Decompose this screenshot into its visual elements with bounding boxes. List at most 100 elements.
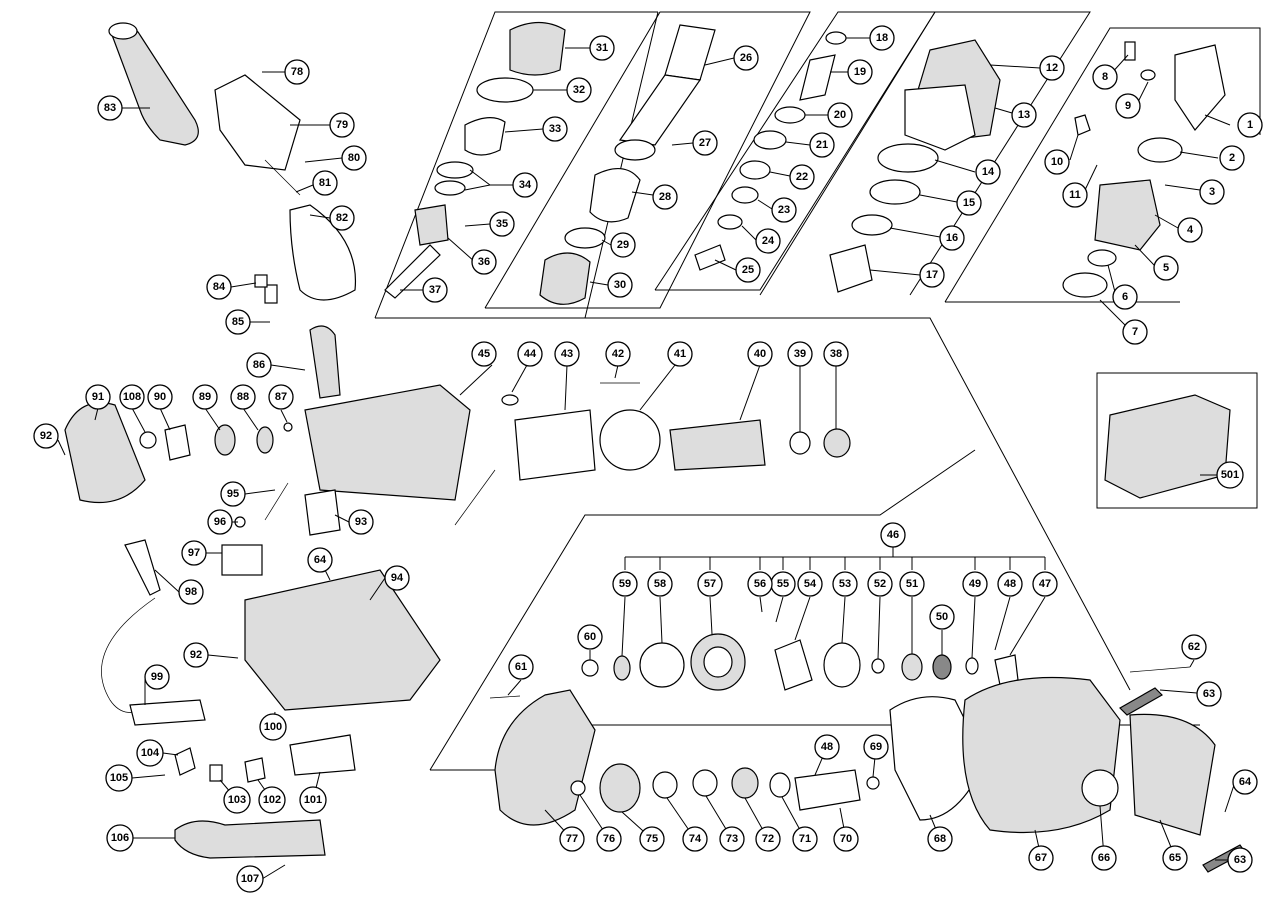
callout-21: 21 — [809, 132, 835, 158]
callout-55: 55 — [770, 571, 796, 597]
svg-text:23: 23 — [778, 204, 790, 216]
svg-text:46: 46 — [887, 529, 899, 541]
armature-part — [669, 419, 766, 471]
svg-text:2: 2 — [1229, 152, 1235, 164]
svg-text:98: 98 — [185, 586, 197, 598]
callout-28: 28 — [652, 184, 678, 210]
callout-104: 104 — [136, 739, 164, 767]
svg-text:68: 68 — [934, 833, 946, 845]
svg-text:86: 86 — [253, 359, 265, 371]
callout-43: 43 — [554, 341, 580, 367]
callout-74: 74 — [682, 826, 708, 852]
main-handle-part — [174, 819, 326, 859]
callout-24: 24 — [755, 228, 781, 254]
svg-text:35: 35 — [496, 218, 508, 230]
gear-cover-part — [494, 689, 596, 826]
callout-83: 83 — [97, 95, 123, 121]
svg-text:72: 72 — [762, 833, 774, 845]
callout-102: 102 — [258, 786, 286, 814]
callout-2: 2 — [1219, 145, 1245, 171]
carrying-case-part — [1104, 394, 1231, 499]
svg-text:39: 39 — [794, 348, 806, 360]
svg-text:8: 8 — [1102, 71, 1108, 83]
callout-58: 58 — [647, 571, 673, 597]
svg-text:21: 21 — [816, 139, 828, 151]
callout-95: 95 — [220, 481, 246, 507]
svg-text:16: 16 — [946, 232, 958, 244]
callout-19: 19 — [847, 59, 873, 85]
callout-26: 26 — [733, 45, 759, 71]
callout-56: 56 — [747, 571, 773, 597]
svg-text:48: 48 — [821, 741, 833, 753]
callout-5: 5 — [1153, 255, 1179, 281]
svg-text:75: 75 — [646, 833, 658, 845]
part-31 — [509, 21, 566, 76]
svg-text:62: 62 — [1188, 641, 1200, 653]
svg-text:52: 52 — [874, 578, 886, 590]
svg-text:82: 82 — [336, 212, 348, 224]
callout-23: 23 — [771, 197, 797, 223]
callout-92-lower: 92 — [183, 642, 209, 668]
callout-47: 47 — [1032, 571, 1058, 597]
callout-31: 31 — [589, 35, 615, 61]
callout-4: 4 — [1177, 217, 1203, 243]
callout-67: 67 — [1028, 845, 1054, 871]
callout-66: 66 — [1091, 845, 1117, 871]
callout-61: 61 — [508, 654, 534, 680]
svg-text:14: 14 — [982, 166, 995, 178]
svg-text:15: 15 — [963, 197, 975, 209]
callout-71: 71 — [792, 826, 818, 852]
callout-30: 30 — [607, 272, 633, 298]
svg-text:40: 40 — [754, 348, 766, 360]
svg-text:94: 94 — [391, 572, 404, 584]
callout-3: 3 — [1199, 179, 1225, 205]
guard-part — [1129, 713, 1216, 836]
callout-100: 100 — [259, 713, 287, 741]
callout-62: 62 — [1181, 634, 1207, 660]
svg-text:73: 73 — [726, 833, 738, 845]
svg-text:34: 34 — [519, 179, 532, 191]
svg-text:32: 32 — [573, 84, 585, 96]
callout-96: 96 — [207, 509, 233, 535]
svg-text:105: 105 — [110, 772, 128, 784]
svg-text:11: 11 — [1069, 189, 1081, 201]
group-frames — [374, 11, 1261, 771]
svg-text:48: 48 — [1004, 578, 1016, 590]
svg-text:33: 33 — [549, 123, 561, 135]
callout-39: 39 — [787, 341, 813, 367]
svg-text:501: 501 — [1221, 469, 1239, 481]
callout-17: 17 — [919, 262, 945, 288]
svg-text:103: 103 — [228, 794, 246, 806]
svg-text:28: 28 — [659, 191, 671, 203]
svg-text:43: 43 — [561, 348, 573, 360]
callout-101: 101 — [299, 786, 327, 814]
callout-87: 87 — [268, 384, 294, 410]
svg-text:85: 85 — [232, 316, 244, 328]
callout-54: 54 — [797, 571, 823, 597]
callout-49: 49 — [962, 571, 988, 597]
callout-16: 16 — [939, 225, 965, 251]
callout-89: 89 — [192, 384, 218, 410]
handle-band-part — [289, 204, 357, 301]
svg-text:25: 25 — [742, 264, 754, 276]
handle-bracket-part — [214, 74, 301, 171]
callout-501: 501 — [1216, 461, 1244, 489]
svg-text:19: 19 — [854, 66, 866, 78]
callout-38: 38 — [823, 341, 849, 367]
svg-text:80: 80 — [348, 152, 360, 164]
svg-text:59: 59 — [619, 578, 631, 590]
svg-text:45: 45 — [478, 348, 490, 360]
stator-part — [514, 409, 596, 481]
callout-98: 98 — [178, 579, 204, 605]
callout-48-bottom: 48 — [814, 734, 840, 760]
svg-text:12: 12 — [1046, 62, 1058, 74]
svg-text:26: 26 — [740, 52, 752, 64]
callout-103: 103 — [223, 786, 251, 814]
callout-91: 91 — [85, 384, 111, 410]
svg-text:66: 66 — [1098, 852, 1110, 864]
callout-8: 8 — [1092, 64, 1118, 90]
svg-text:96: 96 — [214, 516, 226, 528]
svg-text:67: 67 — [1035, 852, 1047, 864]
svg-text:4: 4 — [1187, 224, 1194, 236]
side-handle-part — [111, 25, 199, 146]
